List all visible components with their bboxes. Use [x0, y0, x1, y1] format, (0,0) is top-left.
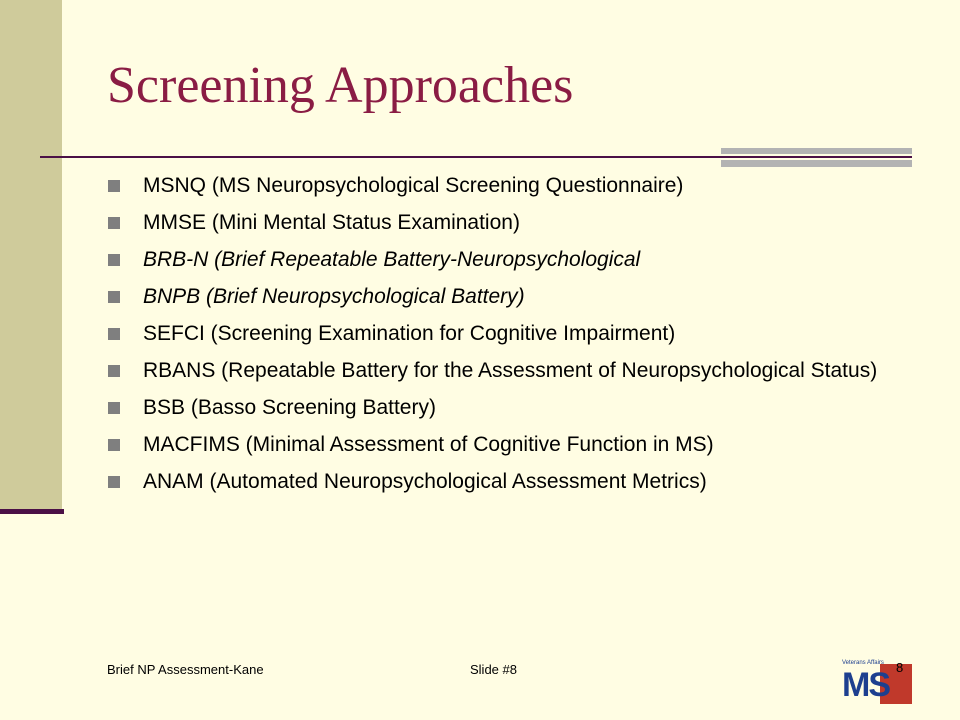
logo-red-block	[880, 664, 912, 704]
bullet-item: BRB-N (Brief Repeatable Battery-Neuropsy…	[108, 247, 908, 272]
bullet-item: BSB (Basso Screening Battery)	[108, 395, 908, 420]
bullet-text: ANAM (Automated Neuropsychological Asses…	[143, 470, 707, 493]
bullet-text: MACFIMS (Minimal Assessment of Cognitive…	[143, 433, 714, 456]
title-divider	[40, 156, 912, 158]
bullet-item: SEFCI (Screening Examination for Cogniti…	[108, 321, 908, 346]
bullet-text: MSNQ (MS Neuropsychological Screening Qu…	[143, 174, 684, 197]
bullet-square-icon	[108, 365, 120, 377]
bullet-text: SEFCI (Screening Examination for Cogniti…	[143, 322, 676, 345]
bullet-square-icon	[108, 328, 120, 340]
left-decorative-band	[0, 0, 62, 512]
logo-ms-text: MS	[842, 666, 891, 704]
bullet-item: BNPB (Brief Neuropsychological Battery)	[108, 284, 908, 309]
title-divider-accent	[721, 148, 912, 167]
slide-title: Screening Approaches	[107, 57, 574, 114]
bullet-square-icon	[108, 476, 120, 488]
bullet-list: MSNQ (MS Neuropsychological Screening Qu…	[108, 173, 908, 506]
page-number: 8	[896, 660, 904, 675]
bullet-square-icon	[108, 291, 120, 303]
footer-slide-number: Slide #8	[470, 662, 517, 677]
footer-presentation-title: Brief NP Assessment-Kane	[107, 662, 264, 677]
logo-caption: Veterans Affairs	[842, 660, 884, 666]
bullet-text: BNPB (Brief Neuropsychological Battery)	[143, 285, 525, 308]
bullet-item: ANAM (Automated Neuropsychological Asses…	[108, 469, 908, 494]
bullet-item: MSNQ (MS Neuropsychological Screening Qu…	[108, 173, 908, 198]
bullet-text: BRB-N (Brief Repeatable Battery-Neuropsy…	[143, 248, 641, 271]
bullet-square-icon	[108, 180, 120, 192]
bullet-item: RBANS (Repeatable Battery for the Assess…	[108, 358, 908, 383]
bullet-item: MACFIMS (Minimal Assessment of Cognitive…	[108, 432, 908, 457]
bullet-text: BSB (Basso Screening Battery)	[143, 396, 436, 419]
bullet-square-icon	[108, 439, 120, 451]
bullet-text: RBANS (Repeatable Battery for the Assess…	[143, 359, 878, 382]
bullet-text: MMSE (Mini Mental Status Examination)	[143, 211, 520, 234]
bullet-square-icon	[108, 402, 120, 414]
bullet-item: MMSE (Mini Mental Status Examination)	[108, 210, 908, 235]
ms-center-logo: Veterans Affairs MS 8	[842, 660, 912, 704]
left-band-underline	[0, 509, 64, 514]
bullet-square-icon	[108, 254, 120, 266]
bullet-square-icon	[108, 217, 120, 229]
